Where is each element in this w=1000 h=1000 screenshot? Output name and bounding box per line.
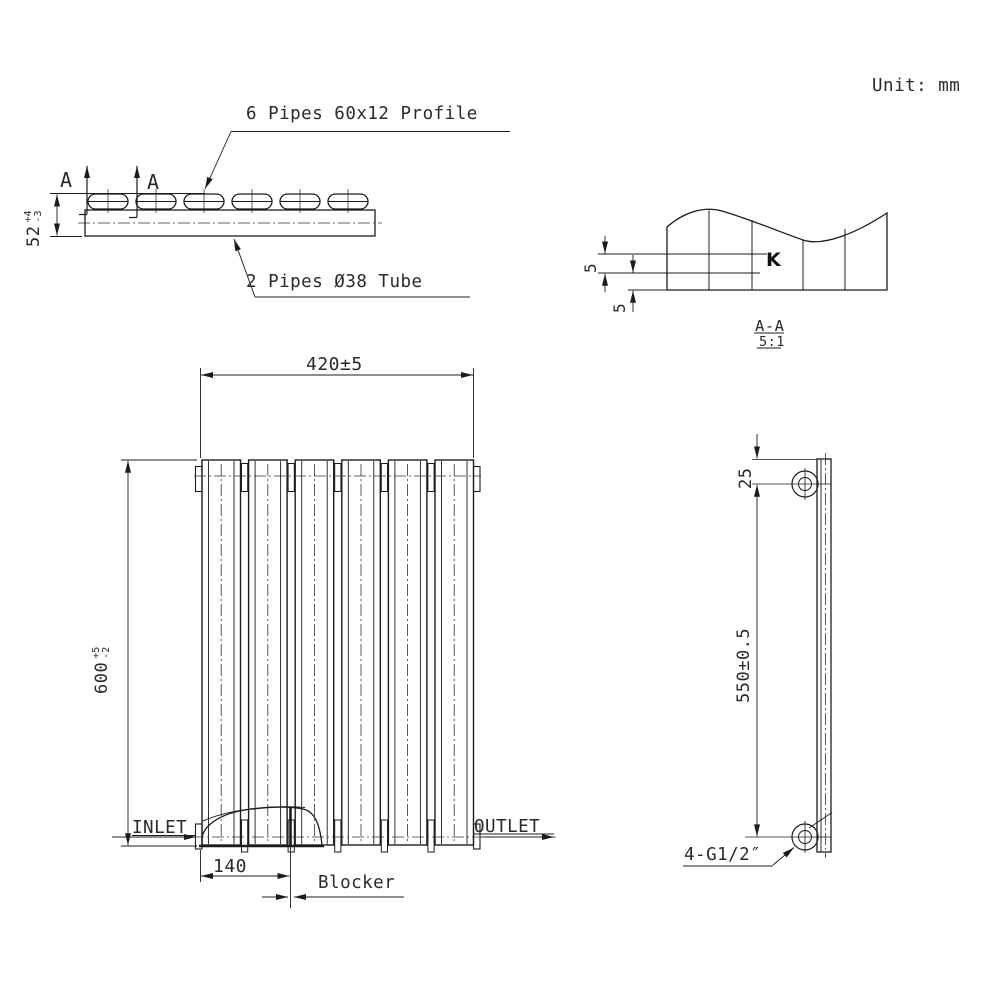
detail-view-a-a: [598, 208, 888, 349]
dim-depth-value: 52: [24, 225, 44, 247]
section-letter-a-right: A: [147, 170, 160, 194]
dim-blocker-offset-140: 140: [213, 856, 248, 877]
outlet-label: OUTLET: [474, 817, 541, 837]
top-view: [50, 131, 510, 298]
dim-depth-52: 52+4-3: [23, 210, 44, 247]
blocker-label: Blocker: [318, 873, 396, 893]
dim-height-value: 600: [92, 661, 112, 694]
section-letter-a-left: A: [60, 168, 73, 192]
fitting-label: 4-G1/2″: [684, 845, 762, 865]
section-title: A-A: [755, 317, 785, 335]
dim-height-tol-minus: -2: [101, 646, 112, 659]
section-scale: 5:1: [759, 334, 785, 350]
front-view: [112, 368, 556, 908]
dim-height-600: 600+5-2: [91, 646, 112, 694]
k-groove-label: K: [766, 249, 782, 271]
dim-top-offset-25: 25: [736, 467, 756, 489]
unit-label: Unit: mm: [872, 76, 961, 96]
tube-leader-label: 2 Pipes Ø38 Tube: [246, 272, 423, 292]
dim-width-420: 420±5: [306, 354, 363, 375]
detail-dim-5-upper: 5: [581, 262, 600, 273]
dim-hole-spacing-550: 550±0.5: [734, 627, 754, 703]
profile-leader-label: 6 Pipes 60x12 Profile: [246, 104, 478, 124]
inlet-label: INLET: [132, 818, 188, 838]
dim-depth-tol-minus: -3: [33, 210, 44, 223]
side-view: [683, 434, 833, 867]
detail-dim-5-lower: 5: [610, 302, 629, 313]
